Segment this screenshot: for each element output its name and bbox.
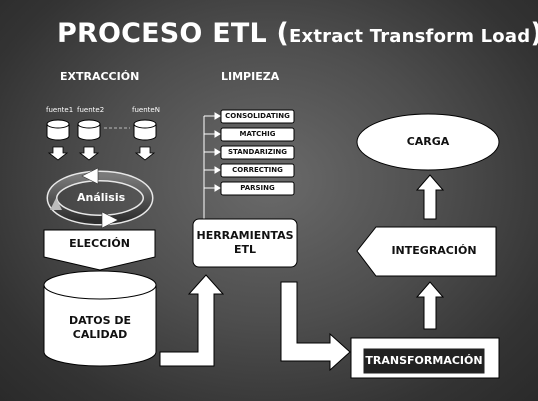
source-arrow-2 <box>78 146 100 161</box>
datos-label-line-1: DATOS DE <box>68 314 132 328</box>
cleaning-connectors <box>203 112 221 220</box>
eleccion-shape <box>43 229 156 271</box>
datos-label-line-2: CALIDAD <box>72 328 128 341</box>
source-cylinder-2 <box>77 119 101 141</box>
transformacion-inner <box>362 347 486 375</box>
page-title: PROCESO ETL (Extract Transform Load) <box>57 18 538 49</box>
title-subtitle: Extract Transform Load <box>289 26 531 47</box>
integracion-label: INTEGRACIÓN <box>391 244 477 258</box>
source-arrow-1 <box>47 146 69 161</box>
herramientas-label-line-2: ETL <box>233 243 257 256</box>
step-box-correcting <box>220 163 295 178</box>
section-limpieza: LIMPIEZA <box>221 70 280 83</box>
cycle-label: Análisis <box>77 191 126 204</box>
step-box-matchig <box>220 127 295 142</box>
source-label-1: fuente1 <box>46 106 74 114</box>
step-consolidating: CONSOLIDATING <box>225 112 290 121</box>
step-standarizing: STANDARIZING <box>227 148 288 157</box>
datos-to-herramientas-arrow <box>159 274 225 367</box>
integracion-to-carga-arrow <box>415 174 445 220</box>
analysis-cycle <box>46 167 154 229</box>
step-box-standarizing <box>220 145 295 160</box>
carga-label: CARGA <box>406 135 450 149</box>
step-parsing: PARSING <box>240 184 275 193</box>
title-close-paren: ) <box>530 18 538 49</box>
transformacion-label: TRANSFORMACIÓN <box>365 354 483 368</box>
herramientas-label-line-1: HERRAMIENTAS <box>196 229 294 243</box>
herramientas-to-transformacion-arrow <box>280 281 351 372</box>
herramientas-box <box>192 218 298 268</box>
section-extraccion: EXTRACCIÓN <box>60 70 140 83</box>
transformacion-to-integracion-arrow <box>415 281 445 330</box>
source-arrow-n <box>134 146 156 161</box>
source-cylinder-n <box>133 119 157 141</box>
title-main: PROCESO ETL <box>57 18 267 49</box>
title-open-paren: ( <box>276 18 290 49</box>
herramientas-label: HERRAMIENTAS ETL <box>193 221 297 265</box>
integracion-shape <box>356 226 497 277</box>
step-matchig: MATCHIG <box>239 130 276 139</box>
datos-label: DATOS DE CALIDAD <box>44 308 156 348</box>
datos-cylinder <box>43 270 157 367</box>
source-label-2: fuente2 <box>77 106 105 114</box>
carga-ellipse <box>356 113 500 171</box>
step-box-parsing <box>220 181 295 196</box>
source-label-n: fuenteN <box>132 106 160 114</box>
eleccion-label: ELECCIÓN <box>69 237 130 251</box>
step-box-consolidating <box>220 109 295 124</box>
source-cylinder-1 <box>46 119 70 141</box>
step-correcting: CORRECTING <box>232 166 283 175</box>
